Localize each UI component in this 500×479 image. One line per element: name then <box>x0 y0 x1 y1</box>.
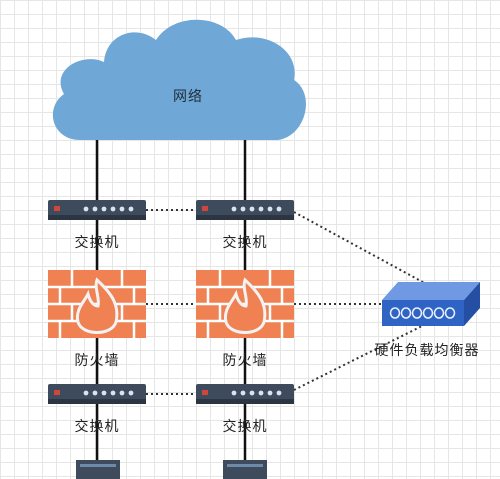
firewall-label: 防火墙 <box>74 353 120 369</box>
switch-to-balancer-link-top <box>293 211 431 287</box>
firewall-label: 防火墙 <box>222 353 268 369</box>
server-icon <box>76 460 120 479</box>
switch-label: 交换机 <box>74 235 120 251</box>
firewall-icon <box>196 270 294 338</box>
cloud-label: 网络 <box>173 89 203 105</box>
switch-label: 交换机 <box>74 419 120 435</box>
load-balancer-label: 硬件负载均衡器 <box>374 343 480 359</box>
switch-label: 交换机 <box>222 419 268 435</box>
firewall-icon <box>48 270 146 338</box>
switch-icon <box>48 384 146 404</box>
switch-to-balancer-link-bottom <box>293 321 431 391</box>
cloud-icon <box>52 19 306 141</box>
dotted-connectors <box>146 209 431 395</box>
switch-label: 交换机 <box>222 235 268 251</box>
load-balancer-icon <box>382 282 480 326</box>
server-icon <box>223 460 267 479</box>
switch-icon <box>196 384 294 404</box>
switch-icon <box>196 200 294 220</box>
switch-icon <box>48 200 146 220</box>
